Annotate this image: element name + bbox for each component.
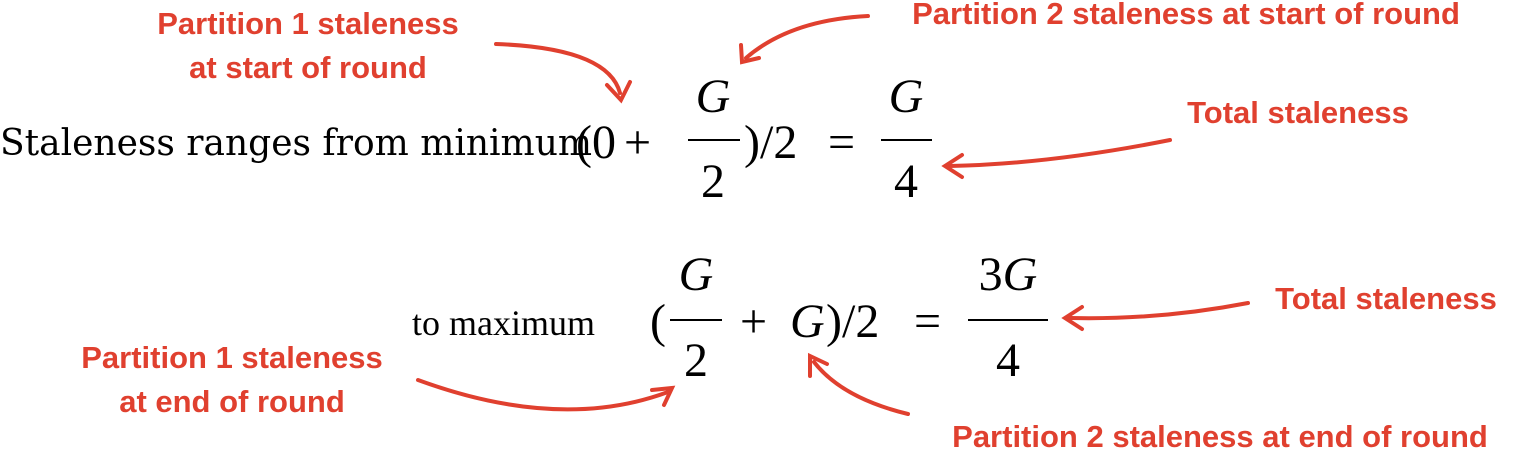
arrow-partition1-end	[416, 378, 676, 412]
eq2-result-coefficient: 3	[979, 248, 1003, 301]
annotation-partition2-start: Partition 2 staleness at start of round	[912, 0, 1460, 31]
eq2-plus: +	[740, 295, 767, 348]
arrow-partition2-end	[808, 352, 910, 416]
annotation-partition1-end-line1: Partition 1 staleness	[81, 340, 383, 375]
arrow-partition2-start	[739, 14, 870, 65]
eq1-equals: =	[828, 116, 855, 169]
eq2-open: (	[650, 295, 666, 348]
eq2-frac1-numerator: G	[679, 248, 714, 301]
annotation-total-staleness-2: Total staleness	[1275, 281, 1497, 316]
eq2-close: )/2	[826, 295, 879, 348]
eq1-frac1-numerator: G	[696, 70, 731, 123]
eq1-open: (0	[576, 116, 616, 169]
arrow-total-staleness-2	[1061, 301, 1250, 331]
eq2-result-denominator: 4	[996, 334, 1020, 387]
annotation-total-staleness-1: Total staleness	[1187, 95, 1409, 130]
eq1-prefix: Staleness ranges from minimum	[0, 123, 592, 164]
eq1-result-numerator: G	[889, 70, 924, 123]
eq2-result-numerator: 3G	[979, 248, 1038, 301]
arrow-partition1-start	[494, 42, 632, 104]
equation-minimum: Staleness ranges from minimum (0 + G 2 )…	[0, 70, 932, 208]
arrows	[416, 14, 1250, 416]
equation-maximum: to maximum ( G 2 + G )/2 = 3G 4	[412, 248, 1048, 387]
arrow-partition2-start-shaft	[744, 14, 870, 60]
annotation-partition1-start-line1: Partition 1 staleness	[157, 6, 459, 41]
eq2-result-variable: G	[1003, 248, 1038, 301]
arrow-partition1-start-head	[605, 80, 632, 104]
annotation-partition2-end: Partition 2 staleness at end of round	[952, 419, 1488, 449]
arrow-total-staleness-1-head	[941, 153, 964, 179]
eq1-plus: +	[624, 116, 651, 169]
arrow-total-staleness-2-head	[1061, 305, 1084, 331]
arrow-partition1-end-shaft	[416, 378, 670, 412]
eq1-close: )/2	[744, 116, 797, 169]
eq2-frac1-denominator: 2	[684, 334, 708, 387]
eq2-g-term: G	[790, 295, 825, 348]
arrow-partition2-end-head	[808, 352, 829, 378]
arrow-total-staleness-1-shaft	[948, 138, 1172, 168]
arrow-partition1-end-head	[650, 385, 676, 407]
annotation-partition1-start-line2: at start of round	[189, 50, 427, 85]
arrow-partition1-start-shaft	[494, 42, 622, 95]
annotations: Partition 1 staleness at start of round …	[81, 0, 1497, 449]
eq2-prefix: to maximum	[412, 303, 595, 343]
arrow-partition2-end-shaft	[812, 360, 910, 416]
arrow-partition2-start-head	[739, 43, 761, 65]
eq1-frac1-denominator: 2	[701, 155, 725, 208]
eq2-equals: =	[914, 295, 941, 348]
arrow-total-staleness-1	[941, 138, 1172, 179]
arrow-total-staleness-2-shaft	[1068, 301, 1250, 321]
annotation-partition1-end-line2: at end of round	[119, 384, 345, 419]
eq1-result-denominator: 4	[894, 155, 918, 208]
